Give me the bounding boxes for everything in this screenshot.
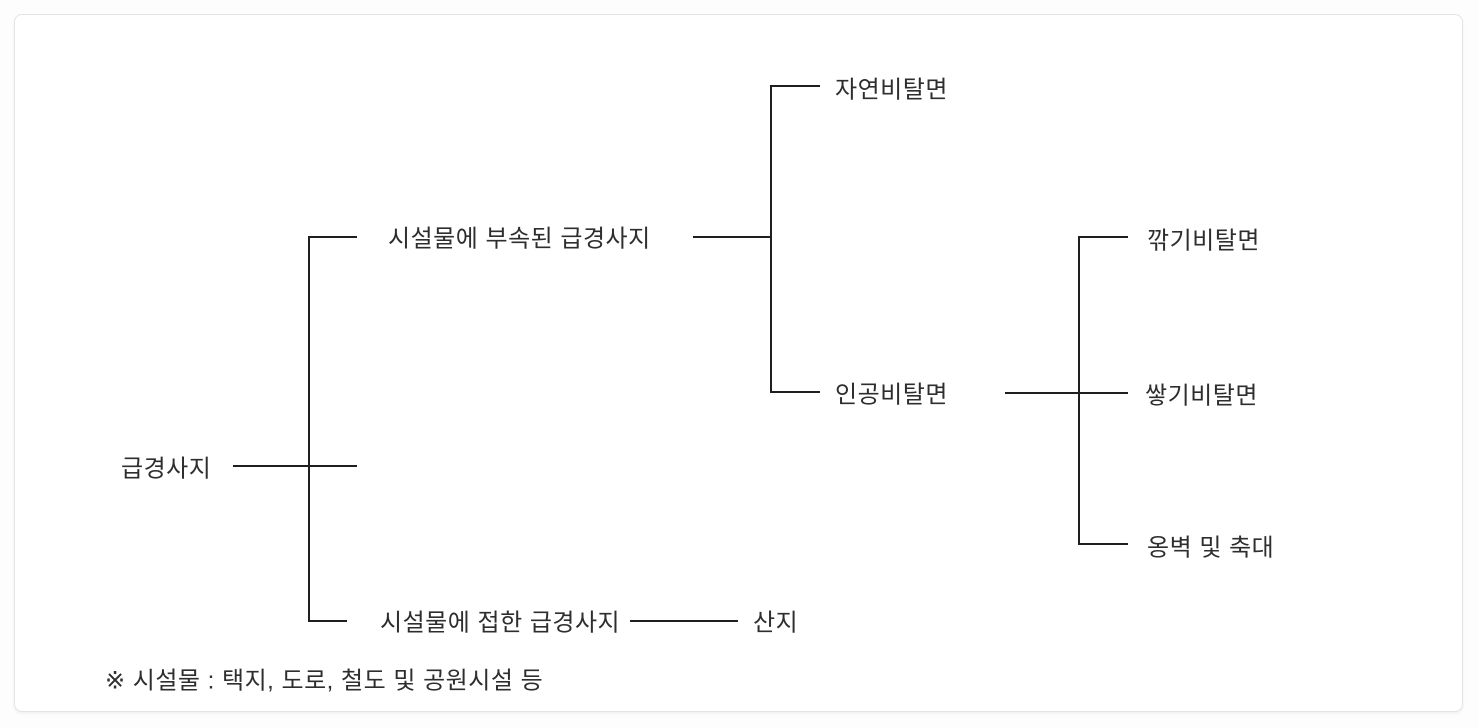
node-artificial-slope: 인공비탈면	[835, 381, 948, 409]
node-natural-slope: 자연비탈면	[835, 76, 948, 104]
connector-artificial-slope-right	[1005, 392, 1128, 394]
connector-natural-slope	[770, 85, 820, 87]
facilities-footnote: ※ 시설물 : 택지, 도로, 철도 및 공원시설 등	[105, 667, 544, 695]
node-slope-adjacent-to-facilities: 시설물에 접한 급경사지	[380, 609, 621, 637]
connector-root	[233, 465, 357, 467]
connector-adjacent-left	[308, 620, 347, 622]
trunk-line-level2	[770, 85, 772, 393]
connector-attached-left	[308, 236, 357, 238]
node-fill-slope: 쌓기비탈면	[1145, 382, 1258, 410]
node-slope-attached-to-facilities: 시설물에 부속된 급경사지	[388, 225, 651, 253]
node-retaining-wall-and-embankment: 옹벽 및 축대	[1147, 534, 1275, 562]
connector-retaining-wall	[1078, 543, 1128, 545]
node-root-steep-slope: 급경사지	[121, 455, 212, 483]
trunk-line-level1	[308, 236, 310, 622]
trunk-line-level3	[1078, 236, 1080, 545]
node-cut-slope: 깎기비탈면	[1147, 227, 1260, 255]
diagram-card	[14, 14, 1463, 712]
node-mountain-area: 산지	[753, 609, 799, 637]
connector-cut-slope	[1078, 236, 1128, 238]
connector-attached-right	[693, 236, 772, 238]
connector-adjacent-right	[630, 620, 738, 622]
connector-artificial-slope-left	[770, 391, 820, 393]
